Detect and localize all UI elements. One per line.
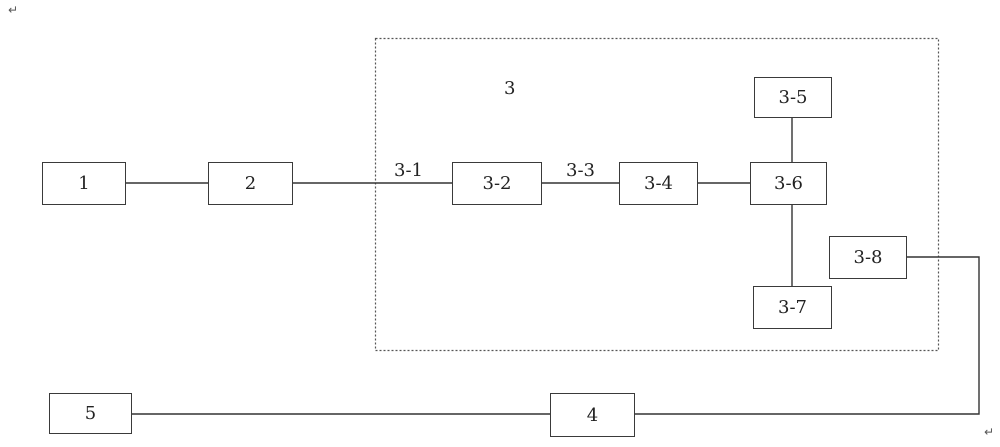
- block-3-7: 3-7: [753, 286, 832, 329]
- block-5: 5: [49, 393, 132, 434]
- group-3-border: [374, 37, 940, 352]
- link-3-1-label: 3-1: [394, 160, 423, 181]
- paragraph-mark-bottom: ↵: [984, 425, 995, 439]
- block-3-8: 3-8: [829, 236, 907, 279]
- block-2: 2: [208, 162, 293, 205]
- block-1: 1: [42, 162, 126, 205]
- block-3-4: 3-4: [619, 162, 698, 205]
- block-3-2: 3-2: [452, 162, 542, 205]
- connector-38-4: [634, 256, 980, 415]
- block-3-5: 3-5: [754, 77, 832, 118]
- paragraph-mark-top: ↵: [8, 3, 19, 17]
- group-3-label: 3: [504, 78, 516, 99]
- link-3-3-label: 3-3: [566, 160, 595, 181]
- block-3-6: 3-6: [750, 162, 827, 205]
- block-4: 4: [550, 393, 635, 437]
